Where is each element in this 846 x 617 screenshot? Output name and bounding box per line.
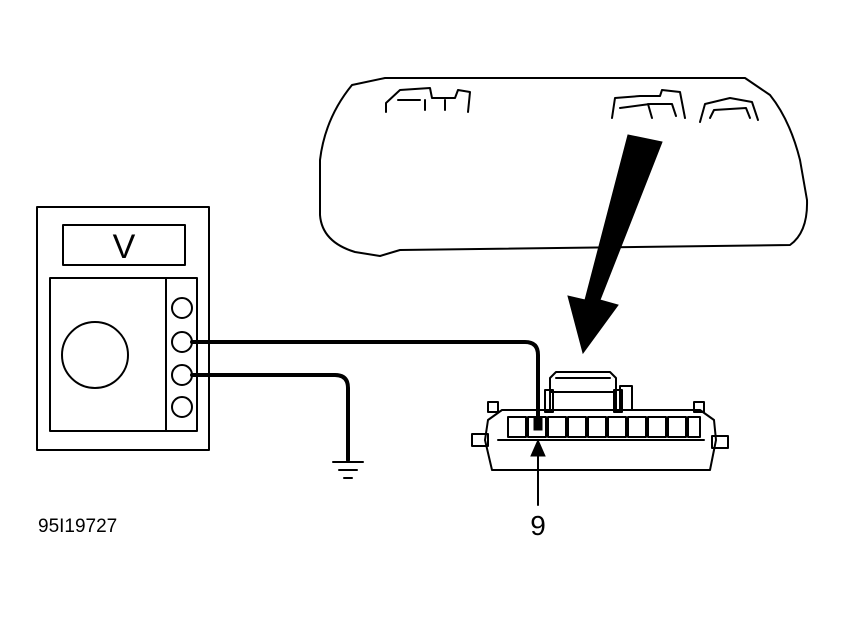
instrument-cluster-icon [319,77,809,257]
test-lead-positive [190,340,540,427]
terminal-callout-arrow [530,438,546,506]
ground-symbol-icon [332,461,364,479]
terminal-callout-label: 9 [530,510,546,541]
multimeter-icon [36,206,210,451]
meter-display [62,224,186,266]
test-lead-ground [190,373,350,462]
arrow-icon [567,134,663,355]
figure-code: 95I19727 [38,516,117,537]
meter-jack-2 [171,331,193,353]
connector-icon [471,371,729,471]
meter-jack-4 [171,396,193,418]
meter-jack-1 [171,297,193,319]
meter-dial [61,321,129,389]
meter-jack-3 [171,364,193,386]
meter-display-symbol: V [113,228,136,266]
probe-tip [533,417,543,431]
